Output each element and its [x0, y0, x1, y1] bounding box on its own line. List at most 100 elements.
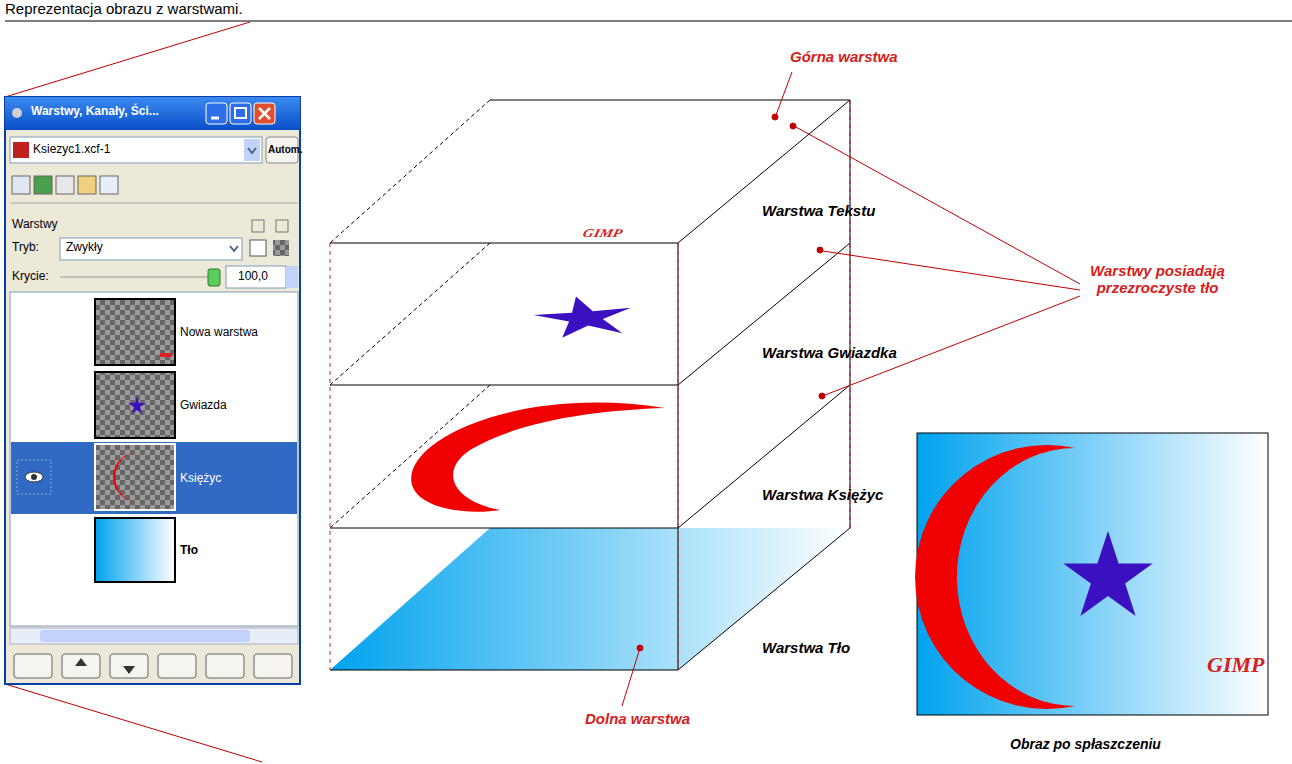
layer-name: Warstwa Gwiazdka: [762, 344, 897, 361]
layer-planes: [330, 100, 850, 670]
image-name: Ksiezyc1.xcf-1: [33, 143, 110, 157]
alignment-line: [330, 100, 850, 670]
layer-name: Tło: [180, 543, 202, 557]
leader-line: [823, 251, 1080, 290]
layer-text: GIMP: [581, 227, 624, 241]
tab-icon: [78, 176, 96, 194]
caption: Obraz po spłaszczeniu: [1010, 736, 1161, 752]
hidden-edge: [330, 100, 490, 528]
thumb-moon: [113, 452, 138, 502]
eye-icon: [25, 472, 43, 482]
tab-icon: [34, 176, 52, 194]
layer-thumbnail: [95, 444, 175, 510]
thumb-star: [128, 396, 146, 414]
lower-button: [110, 654, 148, 678]
close-button: [254, 103, 275, 124]
tab-icons: [12, 176, 118, 194]
tab-icon: [56, 176, 74, 194]
layer-thumbnail: [95, 518, 175, 582]
background-plane: [330, 528, 850, 670]
moon-shape: [411, 403, 665, 512]
duplicate-button: [158, 654, 196, 678]
field-label: Krycie:: [12, 270, 49, 284]
opacity-slider: [60, 277, 215, 278]
down-glyph: [123, 666, 135, 674]
layer-thumbnail: [95, 372, 175, 438]
thumb-text: [160, 353, 172, 357]
layer-name: Nowa warstwa: [180, 325, 262, 339]
scroll-thumb: [40, 630, 250, 642]
alpha-lock-icon: [273, 240, 289, 256]
maximize-button: [230, 103, 251, 124]
leader-dot: [637, 645, 643, 651]
plane-edge: [330, 243, 850, 385]
layer-name: Warstwa Tło: [762, 639, 850, 656]
callout: Górna warstwa: [790, 48, 898, 65]
page-heading: Reprezentacja obrazu z warstwami.: [5, 0, 243, 17]
anchor-button: [206, 654, 244, 678]
dropdown-arrow: [244, 139, 260, 161]
callout: Dolna warstwa: [585, 710, 690, 727]
layer-name: Gwiazda: [180, 398, 231, 412]
selected-row: [11, 442, 297, 514]
visibility-cell: [17, 460, 51, 494]
bottom-buttons: [14, 654, 292, 678]
panel-button: [252, 220, 264, 232]
window-title: Warstwy, Kanały, Ści...: [5, 97, 201, 118]
panel-title: Warstwy: [12, 218, 58, 232]
image-text: GIMP: [1207, 652, 1264, 677]
opacity-value: 100,0: [238, 270, 268, 284]
opacity-field: [226, 266, 286, 288]
zoom-line: [5, 684, 262, 762]
header-rule: [5, 21, 1292, 22]
minimize-glyph: [211, 117, 219, 120]
plane-edge: [330, 100, 850, 243]
spin-button: [286, 266, 298, 288]
zoom-line: [5, 22, 250, 97]
layer-row: Księżyc: [176, 442, 225, 514]
layer-row: Gwiazda: [176, 369, 231, 441]
up-glyph: [75, 658, 87, 666]
eye-pupil: [31, 474, 37, 480]
app-icon: [12, 108, 22, 118]
image-dropdown: [10, 137, 262, 163]
leader-dot: [817, 247, 823, 253]
layer-row: Tło: [176, 515, 202, 585]
scrollbar: [10, 628, 298, 644]
dropdown-glyph: [230, 246, 238, 251]
flattened-moon: [915, 445, 1075, 709]
mode-value: Zwykły: [66, 241, 103, 255]
mode-dropdown: [60, 238, 242, 260]
button-label: Autom.: [268, 144, 302, 156]
flattened-star: [1063, 531, 1152, 616]
leader-line: [622, 648, 640, 706]
layer-name: Warstwa Tekstu: [762, 202, 875, 219]
layer-name: Księżyc: [180, 471, 225, 485]
field-label: Tryb:: [12, 241, 39, 255]
leader-dot: [790, 123, 796, 129]
layer-name: Warstwa Księżyc: [762, 486, 883, 503]
plane-edge: [330, 528, 850, 670]
dropdown-glyph: [248, 148, 256, 153]
dialog-window: Warstwy, Kanały, Ści... Nowa warstwaGwiaz…: [5, 97, 300, 684]
new-layer-button: [14, 654, 52, 678]
lock-checkbox: [250, 240, 266, 256]
stack-edge: [678, 100, 850, 670]
star-shape: [527, 293, 641, 339]
layer-thumbnail: [95, 299, 175, 365]
callout: Warstwy posiadają przezroczyste tło: [1085, 262, 1230, 297]
plane-edge: [330, 385, 850, 528]
layer-row: Nowa warstwa: [176, 296, 262, 368]
panel-button: [276, 220, 288, 232]
close-glyph: [259, 108, 270, 119]
leader-line: [776, 72, 792, 115]
minimize-button: [206, 103, 227, 124]
maximize-glyph: [235, 108, 246, 118]
layer-list: [10, 292, 298, 626]
tab-icon: [100, 176, 118, 194]
separator: [10, 203, 298, 204]
raise-button: [62, 654, 100, 678]
leader-dot: [819, 393, 825, 399]
